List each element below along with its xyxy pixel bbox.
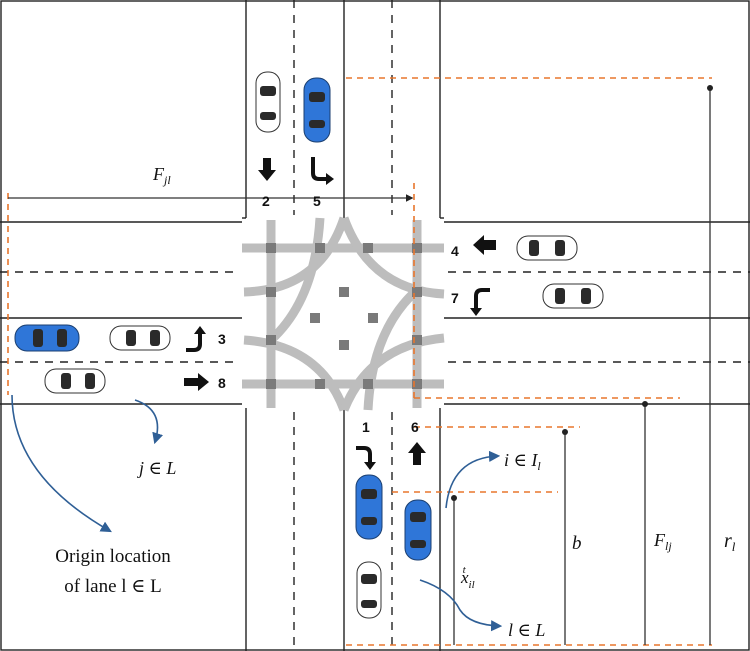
label-origin-line2: of lane l ∈ L <box>64 576 161 597</box>
label-F-lj: Flj <box>653 530 672 553</box>
car-blue-north <box>303 77 331 143</box>
movement-2-label: 2 <box>262 193 270 209</box>
movement-7-label: 7 <box>451 290 459 306</box>
label-x-il: xilt <box>460 564 475 591</box>
movement-numbers: 2 5 4 7 3 8 1 6 <box>218 193 459 435</box>
car-white-west-1 <box>109 325 171 351</box>
label-l-in-L: l ∈ L <box>508 620 545 640</box>
straight-arrow-icon <box>258 158 276 181</box>
car-blue-south-2 <box>404 499 432 561</box>
car-white-north <box>255 71 281 133</box>
movement-8-label: 8 <box>218 375 226 391</box>
car-white-east-1 <box>516 235 578 261</box>
label-origin-line1: Origin location <box>55 546 171 567</box>
label-b: b <box>572 533 582 554</box>
movement-3-label: 3 <box>218 331 226 347</box>
movement-arrows <box>184 157 496 470</box>
dimension-lines <box>8 85 713 645</box>
car-blue-west <box>14 324 80 352</box>
label-j-in-L: j ∈ L <box>137 458 176 478</box>
movement-5-label: 5 <box>313 193 321 209</box>
car-blue-south-1 <box>355 474 383 540</box>
conflict-points <box>266 243 422 389</box>
label-i-in-I: i ∈ Il <box>504 450 541 473</box>
cars <box>14 71 604 619</box>
movement-1-label: 1 <box>362 419 370 435</box>
right-arrow-icon <box>184 373 209 391</box>
turn-left-arrow-icon <box>356 446 372 464</box>
straight-arrow-icon <box>408 442 426 465</box>
movement-6-label: 6 <box>411 419 419 435</box>
u-turn-arrow-icon <box>311 157 327 181</box>
movement-4-label: 4 <box>451 243 459 259</box>
label-F-jl: Fjl <box>152 164 171 187</box>
u-turn-arrow-icon <box>186 332 202 352</box>
left-arrow-icon <box>473 235 496 255</box>
labels: Fjl rl Flj b xilt i ∈ Il l ∈ L j ∈ L Ori… <box>55 164 736 640</box>
car-white-east-2 <box>542 283 604 309</box>
turn-left-arrow-icon <box>474 288 490 310</box>
label-r-l: rl <box>724 530 736 554</box>
car-white-west-2 <box>44 368 106 394</box>
car-white-south <box>356 561 382 619</box>
annotation-arrows <box>11 394 503 632</box>
orange-reference-lines <box>7 77 712 646</box>
